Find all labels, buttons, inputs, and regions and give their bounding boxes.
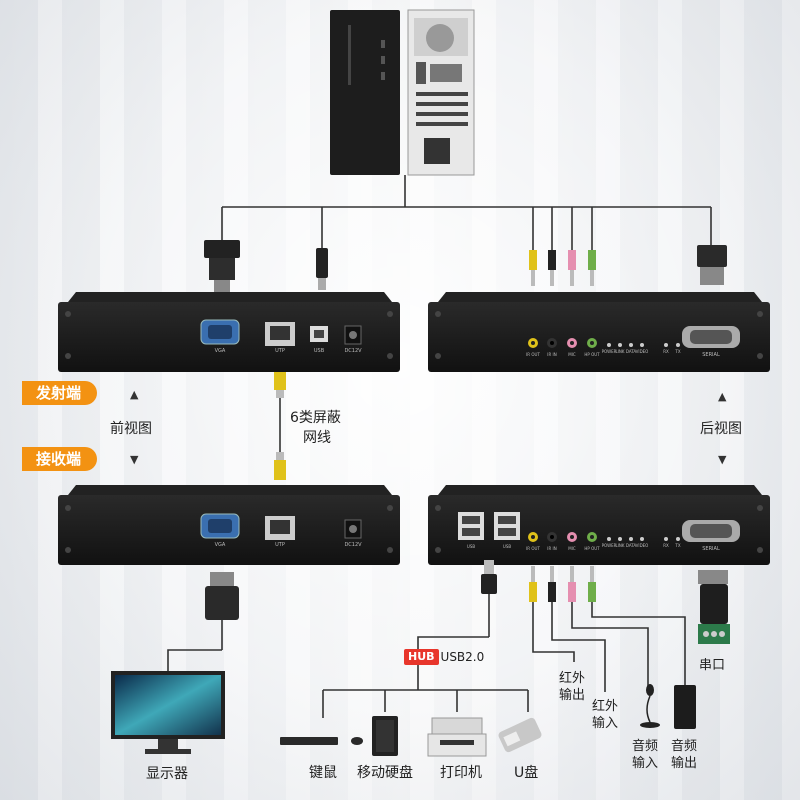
cable-label-1: 6类屏蔽 bbox=[290, 410, 341, 426]
transmitter-rear-box bbox=[428, 292, 770, 372]
audio-out-label: 音频 输出 bbox=[671, 738, 697, 772]
rx-led-tx: TX bbox=[674, 543, 680, 548]
audio-out-line2: 输出 bbox=[671, 756, 698, 771]
keyboard-mouse-label: 键鼠 bbox=[309, 765, 337, 781]
rx-port-usb-2: USB bbox=[503, 544, 511, 549]
ir-out-line1: 红外 bbox=[559, 671, 586, 686]
transmitter-badge: 发射端 bbox=[22, 381, 98, 405]
tx-port-utp: UTP bbox=[275, 348, 285, 354]
rx-usb-plug bbox=[481, 560, 497, 616]
cat6-cable bbox=[274, 372, 286, 480]
down-arrow-icon-right: ▼ bbox=[718, 453, 727, 466]
ir-out-label: 红外 输出 bbox=[559, 670, 585, 704]
udisk-label: U盘 bbox=[514, 765, 539, 781]
hub-usb-version: USB2.0 bbox=[440, 650, 485, 664]
hdd-label: 移动硬盘 bbox=[357, 765, 413, 781]
audio-lines bbox=[532, 602, 686, 692]
rear-view-label: 后视图 bbox=[700, 421, 742, 437]
hub-tag: HUB bbox=[404, 649, 439, 665]
cable-label-2: 网线 bbox=[303, 430, 331, 446]
tx-led-rx: RX bbox=[663, 349, 669, 354]
rx-port-ir-out: IR OUT bbox=[526, 546, 540, 551]
tx-led-video: VIDEO bbox=[636, 349, 649, 354]
rx-port-hp: HP OUT bbox=[584, 546, 600, 551]
up-arrow-icon: ▲ bbox=[130, 388, 139, 401]
printer-label: 打印机 bbox=[440, 765, 482, 781]
rx-port-vga: VGA bbox=[215, 542, 226, 548]
rx-led-link: LINK bbox=[615, 543, 624, 548]
tx-led-tx: TX bbox=[674, 349, 680, 354]
tx-led-data: DATA bbox=[626, 349, 637, 354]
rx-port-dc: DC12V bbox=[344, 542, 362, 548]
audio-plugs-bottom bbox=[529, 566, 596, 602]
up-arrow-icon-right: ▲ bbox=[718, 390, 727, 403]
tx-led-power: POWER bbox=[602, 349, 617, 354]
printer-icon bbox=[427, 717, 487, 757]
serial-adapter bbox=[698, 570, 730, 644]
ir-in-label: 红外 输入 bbox=[592, 698, 618, 732]
rx-led-power: POWER bbox=[602, 543, 617, 548]
udisk-icon bbox=[498, 717, 542, 753]
tx-vga-connector bbox=[204, 240, 240, 292]
receiver-badge: 接收端 bbox=[22, 447, 98, 471]
transmitter-front-box bbox=[58, 292, 400, 372]
ir-in-line1: 红外 bbox=[592, 699, 619, 714]
rx-port-ir-in: IR IN bbox=[547, 546, 556, 551]
audio-out-line1: 音频 bbox=[671, 739, 698, 754]
tx-port-hp: HP OUT bbox=[584, 352, 600, 357]
tx-port-mic: MIC bbox=[568, 352, 576, 357]
monitor-label: 显示器 bbox=[146, 766, 188, 782]
serial-label: 串口 bbox=[699, 658, 726, 673]
pc-cables bbox=[221, 175, 712, 250]
receiver-front-box bbox=[58, 485, 400, 565]
monitor-icon bbox=[111, 671, 225, 754]
rx-vga-connector bbox=[167, 572, 239, 672]
tx-port-ir-in: IR IN bbox=[547, 352, 556, 357]
front-view-label: 前视图 bbox=[110, 421, 152, 437]
usb-hub-lines bbox=[322, 616, 529, 718]
pc-tower bbox=[330, 9, 475, 176]
microphone-icon bbox=[640, 684, 660, 728]
rx-led-rx: RX bbox=[663, 543, 669, 548]
rx-port-serial: SERIAL bbox=[702, 546, 720, 552]
tx-port-usb: USB bbox=[314, 348, 325, 354]
rx-port-utp: UTP bbox=[275, 542, 285, 548]
hdd-icon bbox=[372, 716, 398, 756]
ir-in-line2: 输入 bbox=[592, 716, 619, 731]
keyboard-icon bbox=[280, 737, 363, 745]
audio-in-line1: 音频 bbox=[632, 739, 659, 754]
ir-out-line2: 输出 bbox=[559, 688, 586, 703]
audio-in-line2: 输入 bbox=[632, 756, 659, 771]
tx-led-link: LINK bbox=[615, 349, 624, 354]
rx-port-mic: MIC bbox=[568, 546, 576, 551]
audio-in-label: 音频 输入 bbox=[632, 738, 658, 772]
rx-port-usb-1: USB bbox=[467, 544, 475, 549]
tx-port-vga: VGA bbox=[215, 348, 226, 354]
down-arrow-icon: ▼ bbox=[130, 453, 139, 466]
tx-port-ir-out: IR OUT bbox=[526, 352, 540, 357]
receiver-rear-box bbox=[428, 485, 770, 565]
rx-led-video: VIDEO bbox=[636, 543, 649, 548]
tx-port-dc: DC12V bbox=[344, 348, 362, 354]
speaker-icon bbox=[674, 685, 696, 729]
rx-led-data: DATA bbox=[626, 543, 637, 548]
hub-label: HUB USB2.0 bbox=[404, 648, 484, 666]
audio-plugs-top bbox=[529, 250, 596, 286]
serial-connector-top bbox=[697, 245, 727, 285]
tx-usb-connector bbox=[316, 248, 328, 290]
tx-port-serial: SERIAL bbox=[702, 352, 720, 358]
